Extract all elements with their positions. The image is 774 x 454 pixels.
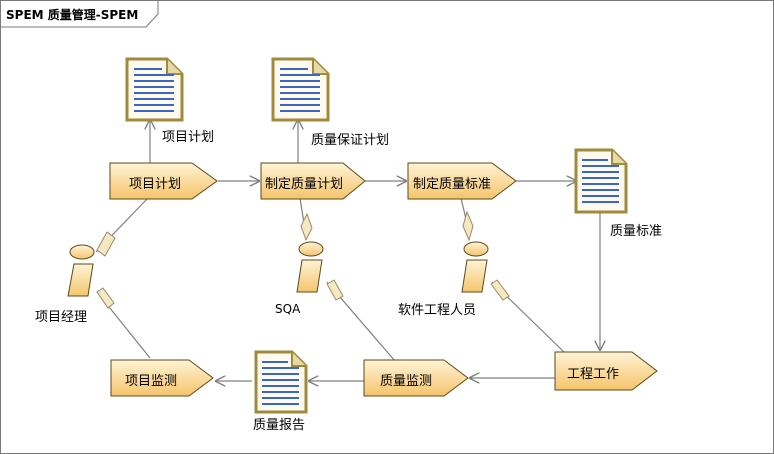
task-project-plan[interactable] (109, 162, 218, 200)
role-software-engineer-icon[interactable] (461, 241, 489, 293)
task-make-quality-plan-label: 制定质量计划 (264, 177, 343, 192)
doc-quality-standard-icon[interactable] (574, 148, 628, 214)
doc-quality-report-icon[interactable] (254, 350, 308, 414)
task-make-quality-standard[interactable] (407, 162, 517, 200)
diamond-sqa-qaplan (300, 212, 313, 242)
role-sqa-icon[interactable] (296, 241, 324, 293)
task-quality-monitoring[interactable] (363, 359, 469, 397)
diagram-title: SPEM 质量管理-SPEM (6, 8, 139, 22)
diamond-eng-standard (462, 210, 474, 242)
role-project-manager-label: 项目经理 (35, 310, 88, 325)
task-project-monitoring-label: 项目监测 (124, 374, 177, 389)
diamond-pm-plan (96, 231, 116, 257)
doc-qa-plan-label: 质量保证计划 (311, 133, 390, 148)
doc-qa-plan-icon[interactable] (271, 57, 330, 122)
task-project-plan-label: 项目计划 (128, 177, 181, 192)
doc-quality-standard-label: 质量标准 (610, 224, 663, 239)
role-sqa-label: SQA (275, 302, 301, 316)
task-engineering-work[interactable] (554, 351, 658, 391)
task-make-quality-standard-label: 制定质量标准 (412, 177, 491, 192)
doc-quality-report-label: 质量报告 (253, 418, 306, 433)
task-engineering-work-label: 工程工作 (566, 367, 619, 382)
diagram-title-tab (0, 0, 159, 28)
role-software-engineer-label: 软件工程人员 (398, 303, 477, 318)
task-project-monitoring[interactable] (110, 359, 214, 397)
diamond-pm-projmon (96, 287, 115, 309)
task-make-quality-plan[interactable] (260, 162, 366, 200)
diamond-sqa-monitor (326, 279, 344, 301)
doc-project-plan-icon[interactable] (125, 57, 184, 122)
task-quality-monitoring-label: 质量监测 (379, 374, 432, 389)
role-project-manager-icon[interactable] (67, 244, 95, 297)
doc-project-plan-label: 项目计划 (162, 130, 215, 145)
diamond-eng-engwork (490, 279, 510, 301)
